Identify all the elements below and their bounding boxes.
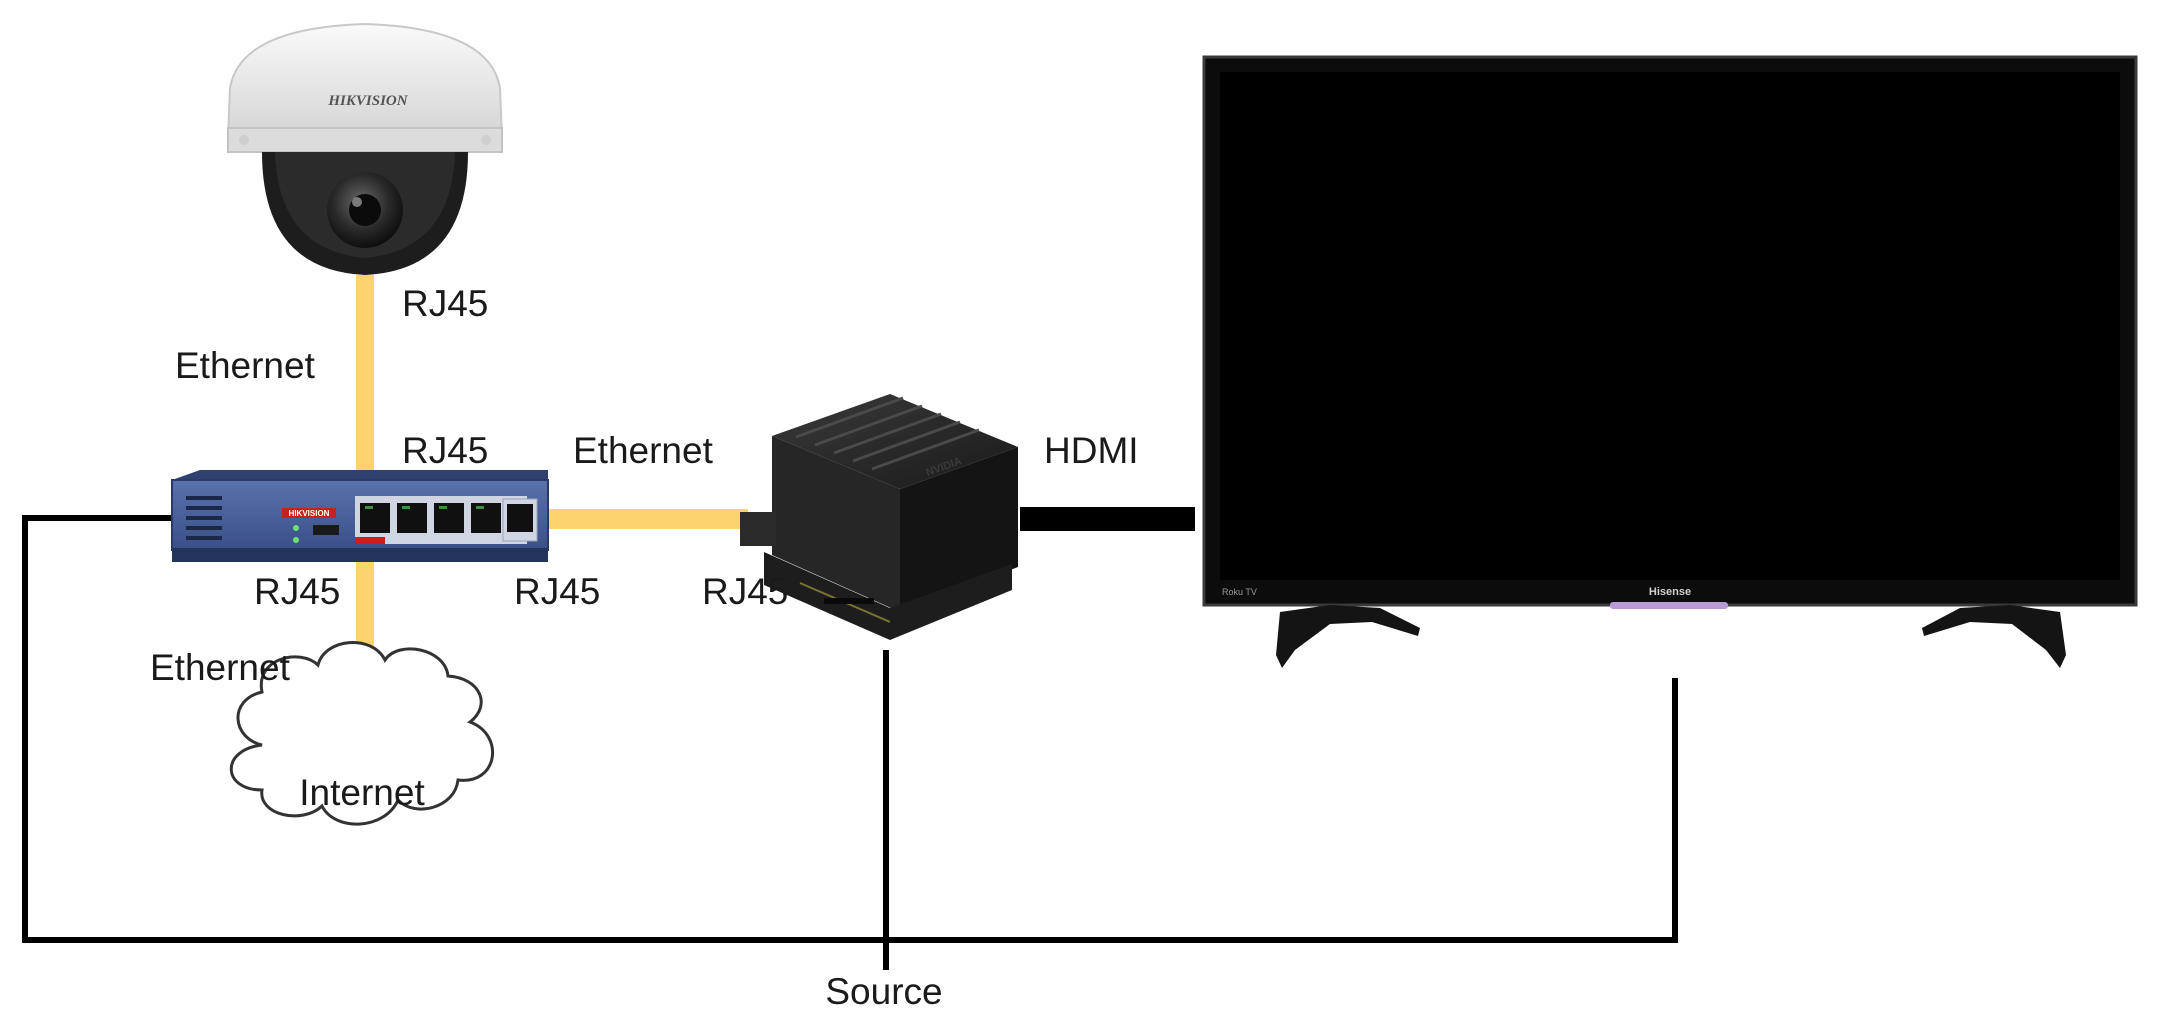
tv-corner-mark: Roku TV — [1222, 587, 1257, 597]
switch-rj45-right-label: RJ45 — [514, 571, 600, 612]
television-icon: Roku TV Hisense — [1202, 55, 2138, 668]
hdmi-label: HDMI — [1044, 430, 1139, 471]
ethernet-switch-box-label: Ethernet — [573, 430, 714, 471]
camera-brand: HIKVISION — [327, 93, 408, 109]
power-cables — [22, 515, 1678, 970]
switch-rj45-bottom-label: RJ45 — [254, 571, 340, 612]
source-label: Source — [825, 971, 942, 1012]
internet-label: Internet — [299, 772, 425, 813]
camera-rj45-label: RJ45 — [402, 283, 488, 324]
compute-box-icon: NVIDIA — [740, 394, 1018, 640]
switch-brand: HIKVISION — [289, 509, 330, 518]
poe-switch-icon: HIKVISION — [171, 470, 549, 562]
box-rj45-label: RJ45 — [702, 571, 788, 612]
internet-cloud-icon: Internet — [229, 640, 495, 826]
ethernet-camera-label: Ethernet — [175, 345, 316, 386]
ethernet-cable-switch-box — [548, 509, 748, 529]
connection-labels: RJ45 Ethernet RJ45 Ethernet HDMI RJ45 RJ… — [150, 283, 1139, 1012]
ethernet-cable-camera-switch — [356, 275, 374, 475]
dome-camera-icon: HIKVISION — [226, 22, 504, 275]
ethernet-internet-label: Ethernet — [150, 647, 291, 688]
switch-rj45-top-label: RJ45 — [402, 430, 488, 471]
power-cable-loop — [22, 515, 1675, 943]
hdmi-cable — [1020, 507, 1195, 531]
tv-brand: Hisense — [1649, 586, 1691, 598]
